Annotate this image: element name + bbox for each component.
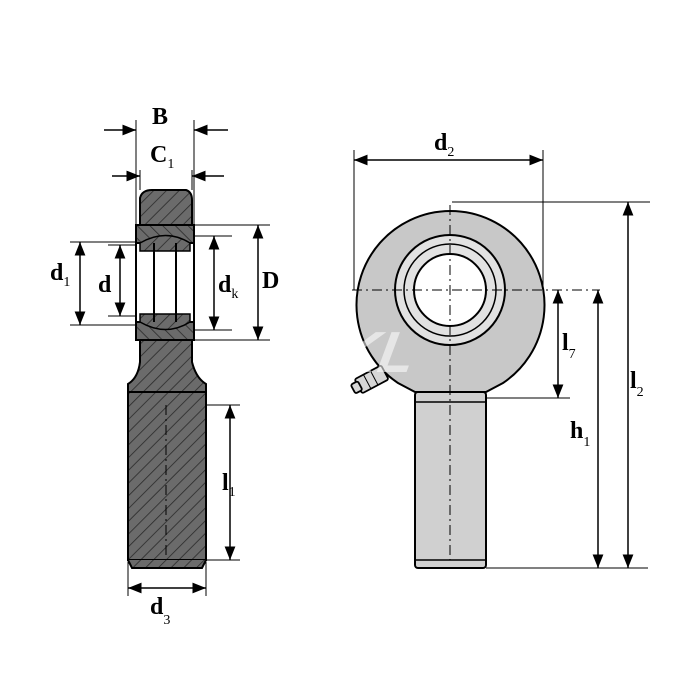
grease-nipple [350,365,389,394]
label-l7: l7 [562,330,576,362]
label-B: B [152,104,168,130]
label-h1: h1 [570,418,590,450]
label-d2: d2 [434,130,454,160]
watermark-text: ZKL [294,320,420,385]
dimension-labels: B C1 d1 d dk D l1 d3 d2 l7 h1 l2 [50,104,644,628]
label-dk: dk [218,272,238,302]
housing-top-section [139,189,193,226]
label-C1: C1 [150,142,174,172]
label-d1: d1 [50,260,70,290]
label-l1: l1 [222,470,236,500]
label-d: d [98,272,112,298]
label-l2: l2 [630,368,644,400]
label-D: D [262,268,279,294]
inner-ring-bore [135,242,195,323]
housing-neck-section [127,339,207,393]
section-view [70,120,270,596]
ball-top [139,234,191,252]
front-view: ZKL [294,150,650,569]
label-d3: d3 [150,594,170,628]
ball-bottom [139,313,191,331]
threaded-shank-section [127,391,207,561]
